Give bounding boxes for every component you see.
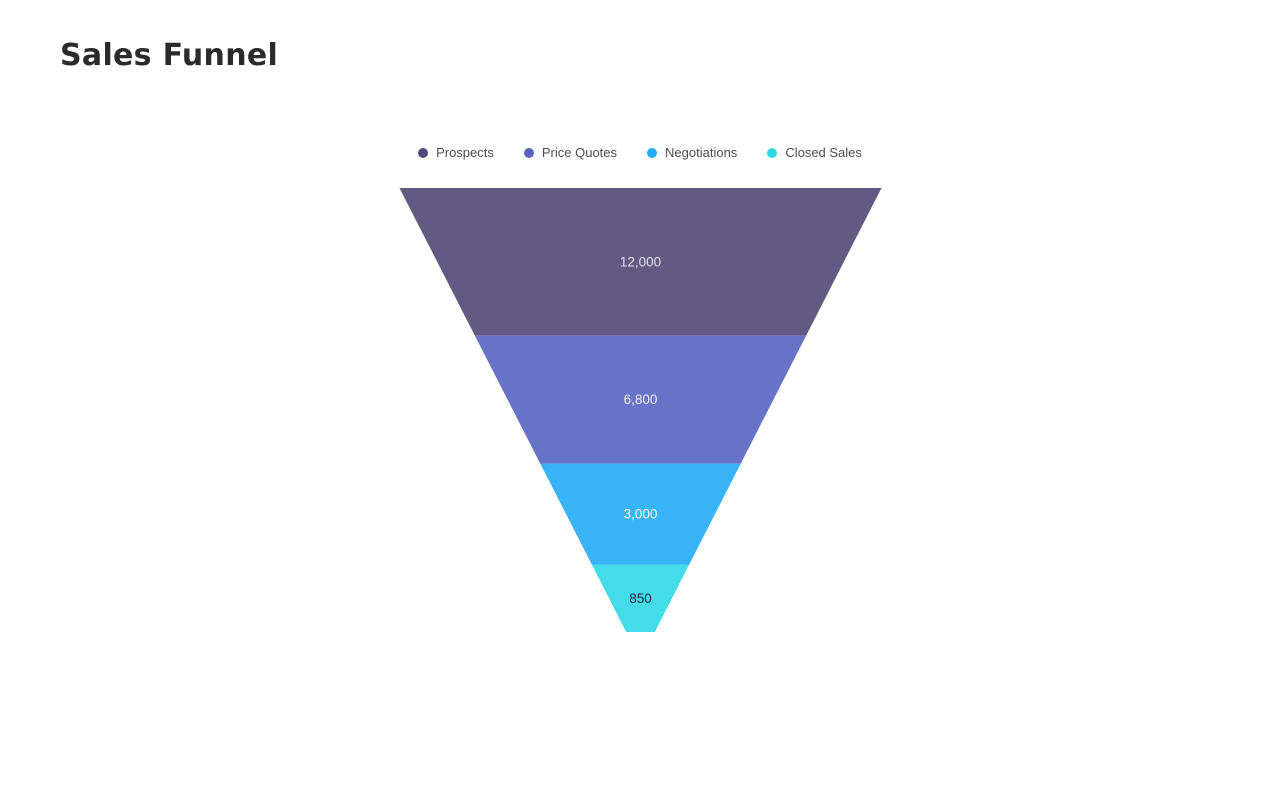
- funnel-segment-prospects[interactable]: [399, 188, 882, 336]
- page-title: Sales Funnel: [60, 38, 279, 73]
- legend-marker-icon: [767, 148, 778, 158]
- legend-item-label: Closed Sales: [785, 145, 862, 160]
- legend-item-label: Negotiations: [665, 145, 738, 160]
- legend-item-label: Prospects: [436, 145, 494, 160]
- legend-item-price-quotes[interactable]: Price Quotes: [523, 145, 618, 161]
- legend-marker-icon: [523, 148, 534, 158]
- funnel-segment-price-quotes[interactable]: [474, 335, 807, 464]
- chart-legend: Prospects Price Quotes Negotiations Closed …: [0, 145, 1280, 161]
- legend-item-negotiations[interactable]: Negotiations: [647, 145, 737, 161]
- legend-marker-icon: [418, 148, 429, 158]
- funnel-segment-closed-sales[interactable]: [591, 564, 690, 633]
- funnel-segment-negotiations[interactable]: [540, 463, 741, 565]
- legend-item-closed-sales[interactable]: Closed Sales: [767, 145, 862, 161]
- legend-marker-icon: [647, 148, 658, 158]
- legend-item-label: Price Quotes: [541, 145, 618, 160]
- legend-item-prospects[interactable]: Prospects: [418, 145, 494, 161]
